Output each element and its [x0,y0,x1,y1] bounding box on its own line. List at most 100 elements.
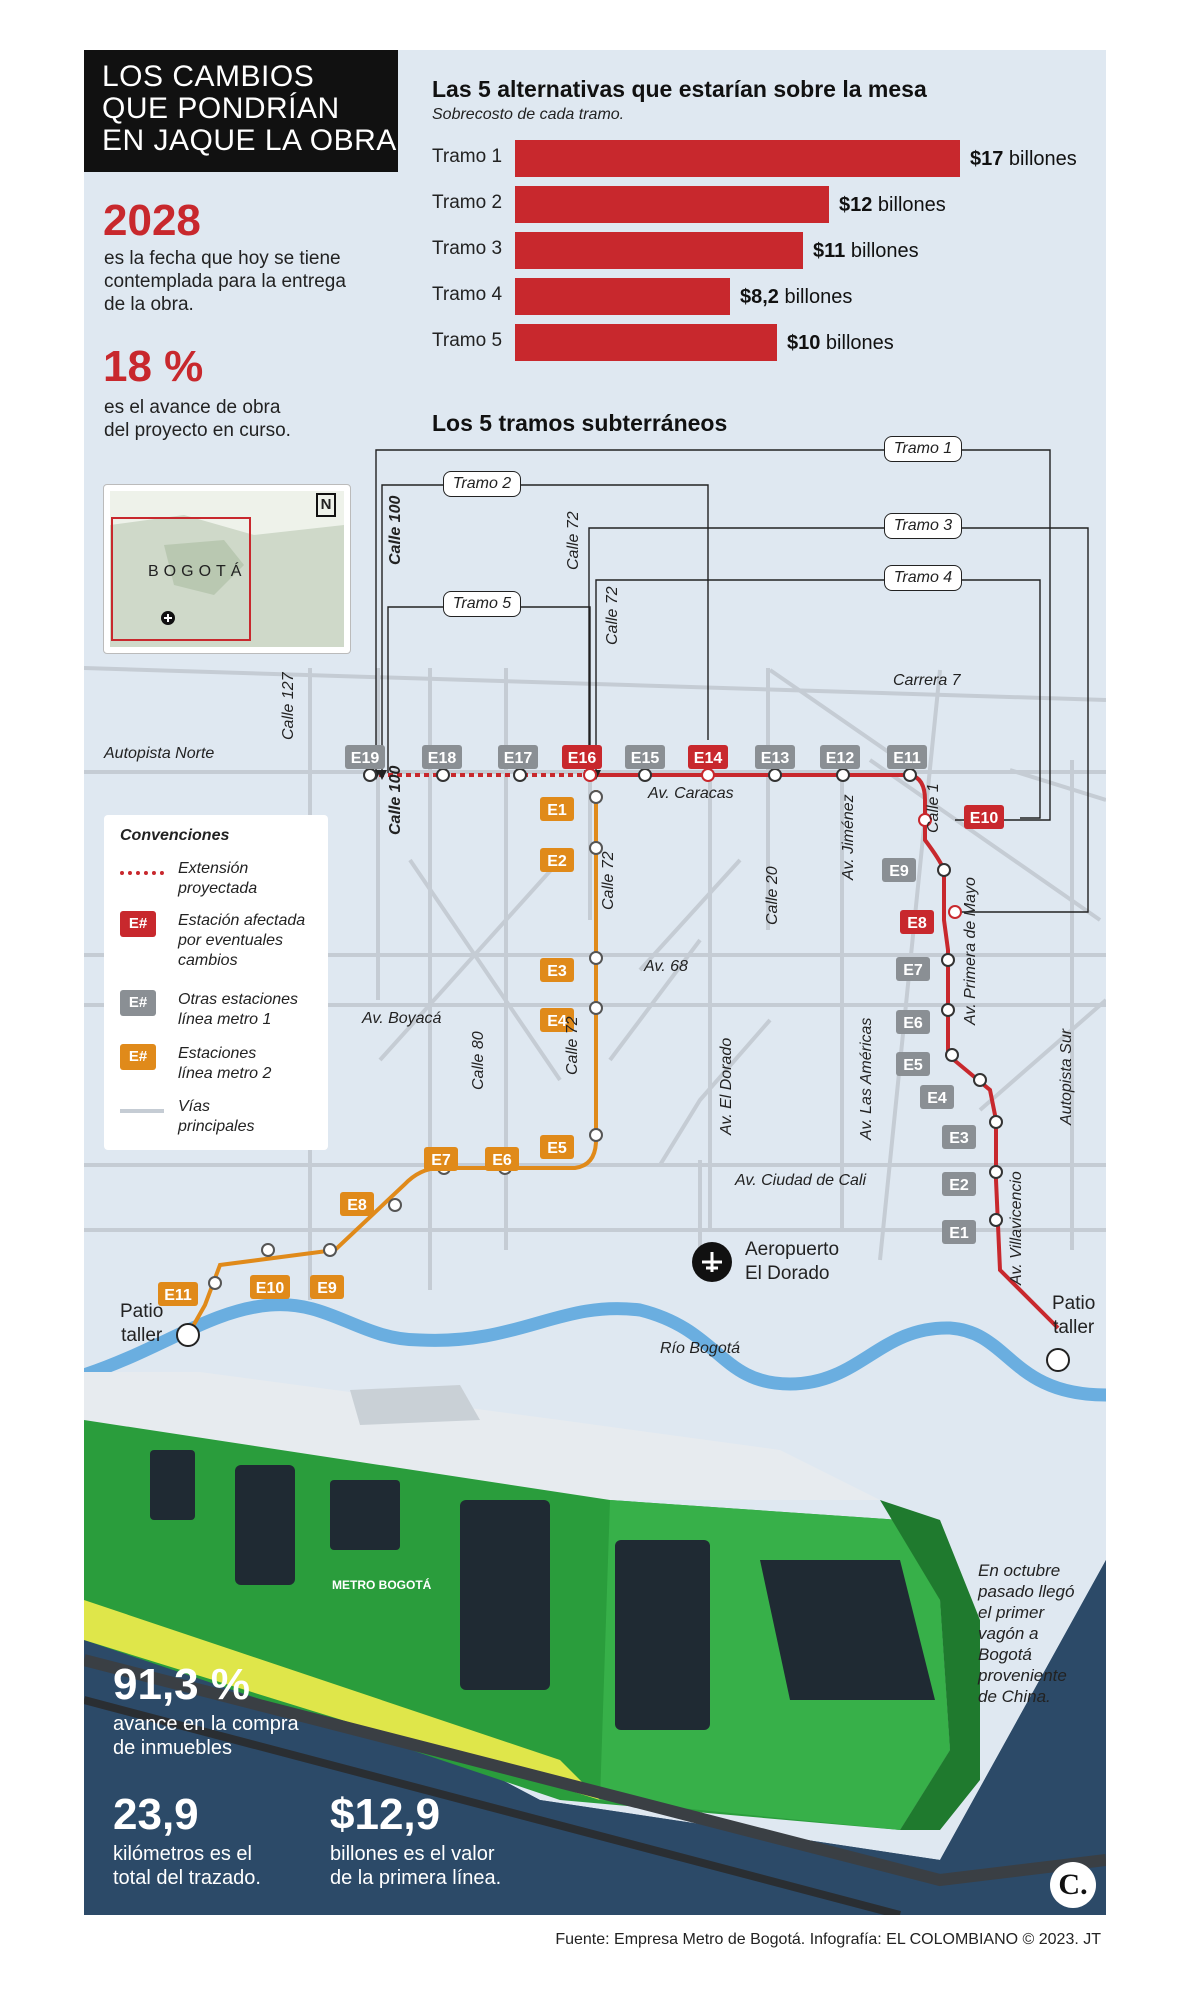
legend-item-4-line-1: Estaciones [178,1045,257,1062]
station-label-line2-e10: E10 [256,1280,285,1297]
footer-stat2-text-2: total del trazado. [113,1867,261,1889]
station-label-line1-e19: E19 [351,750,380,767]
station-dot [903,768,917,782]
legend-item-3-line-2: línea metro 1 [178,1011,272,1028]
station-label-line2-e1: E1 [547,802,567,819]
street-label-av-jimenez: Av. Jiménez [840,794,857,880]
footer-stat1-text-1: avance en la compra [113,1713,299,1735]
inset-map: BOGOTÁ N [103,484,351,654]
station-dot [945,1048,959,1062]
photo-caption: En octubre pasado llegó el primer vagón … [978,1560,1098,1707]
station-badge [540,848,574,872]
year-text-3: de la obra. [104,294,194,315]
title-box: LOS CAMBIOS QUE PONDRÍAN EN JAQUE LA OBR… [84,50,398,172]
street-label-av-villavicencio: Av. Villavicencio [1008,1171,1025,1285]
year-stat: 2028 [103,196,201,245]
station-dot [941,953,955,967]
patio-right-label: Patio taller [1052,1292,1095,1340]
bar-value-label: $10 billones [787,332,894,354]
station-dot [589,1128,603,1142]
caption-line-5: Bogotá [978,1645,1032,1664]
station-dot [589,790,603,804]
bar-label: Tramo 3 [432,238,503,259]
station-badge [942,1172,976,1196]
caption-line-4: vagón a [978,1624,1039,1643]
bar-label: Tramo 2 [432,192,503,213]
legend-extension-swatch [120,871,164,875]
station-dot [323,1243,337,1257]
street-label-autopista-norte: Autopista Norte [104,745,215,762]
legend: Convenciones Extensión proyectada E# Est… [104,815,328,1150]
tramo-label-1: Tramo 1 [884,436,962,462]
river [84,1298,1106,1402]
street-label-calle72-b: Calle 72 [604,586,621,645]
station-badge [310,1275,344,1299]
station-label-line1-e2: E2 [949,1177,969,1194]
legend-item-3-line-1: Otras estaciones [178,991,299,1008]
map-title: Los 5 tramos subterráneos [432,410,728,436]
bar [515,186,829,223]
station-label-line2-e4: E4 [547,1013,567,1030]
chart-subtitle: Sobrecosto de cada tramo. [432,106,625,123]
bar-value-label: $8,2 billones [740,286,853,308]
station-badge [540,1008,574,1032]
year-text-1: es la fecha que hoy se tiene [104,248,341,269]
station-badge [882,858,916,882]
bar-value-label: $17 billones [970,148,1077,170]
inset-map-graphic [110,491,344,647]
legend-affected-swatch: E# [120,911,156,937]
station-dot [989,1115,1003,1129]
station-badge [158,1282,198,1306]
legend-line2-swatch: E# [120,1044,156,1070]
station-label-line1-e17: E17 [504,750,533,767]
station-badge [422,745,462,769]
station-badge [820,745,860,769]
station-label-line1-e1: E1 [949,1225,969,1242]
station-badge [250,1275,290,1299]
progress-text-1: es el avance de obra [104,397,281,418]
street-label-calle72-a: Calle 72 [565,511,582,570]
street-label-av-el-dorado: Av. El Dorado [718,1037,735,1135]
station-badge [942,1125,976,1149]
title-line-3: EN JAQUE LA OBRA [102,124,397,157]
station-badge [942,1220,976,1244]
street-label-rio-bogota: Río Bogotá [660,1340,741,1357]
station-label-line2-e6: E6 [492,1152,512,1169]
train-logo: METRO BOGOTÁ [332,1578,432,1592]
bar-value-label: $11 billones [813,240,919,262]
bar [515,232,803,269]
bar [515,324,777,361]
street-label-calle100-mid: Calle 100 [387,765,404,835]
station-dot [261,1243,275,1257]
station-badge [887,745,927,769]
station-label-line2-e9: E9 [317,1280,337,1297]
station-label-line1-e13: E13 [761,750,790,767]
street-label-calle72-d: Calle 72 [564,1016,581,1075]
progress-text-2: del proyecto en curso. [104,420,291,441]
station-label-line1-e16: E16 [568,750,597,767]
station-badge [688,745,728,769]
street-label-calle72-c: Calle 72 [600,851,617,910]
street-label-av-caracas: Av. Caracas [648,785,734,802]
station-badge [625,745,665,769]
footer-stat3: $12,9 [330,1790,441,1839]
footer-stat2: 23,9 [113,1790,199,1839]
station-badge [540,797,574,821]
station-dot [989,1165,1003,1179]
bar [515,140,960,177]
station-badge [896,1052,930,1076]
station-label-line2-e7: E7 [431,1152,451,1169]
street-label-calle127: Calle 127 [280,672,297,740]
caption-line-7: de China. [978,1687,1051,1706]
station-dot [583,768,597,782]
street-label-calle80: Calle 80 [470,1031,487,1090]
station-badge [340,1192,374,1216]
street-label-carrera7: Carrera 7 [893,672,961,689]
station-dot [768,768,782,782]
station-dot [973,1073,987,1087]
legend-item-2-line-3: cambios [178,952,238,969]
station-label-line1-e9: E9 [889,863,909,880]
tramo-label-3: Tramo 3 [884,513,962,539]
legend-affected-label: Estación afectada por eventuales cambios [178,911,305,971]
